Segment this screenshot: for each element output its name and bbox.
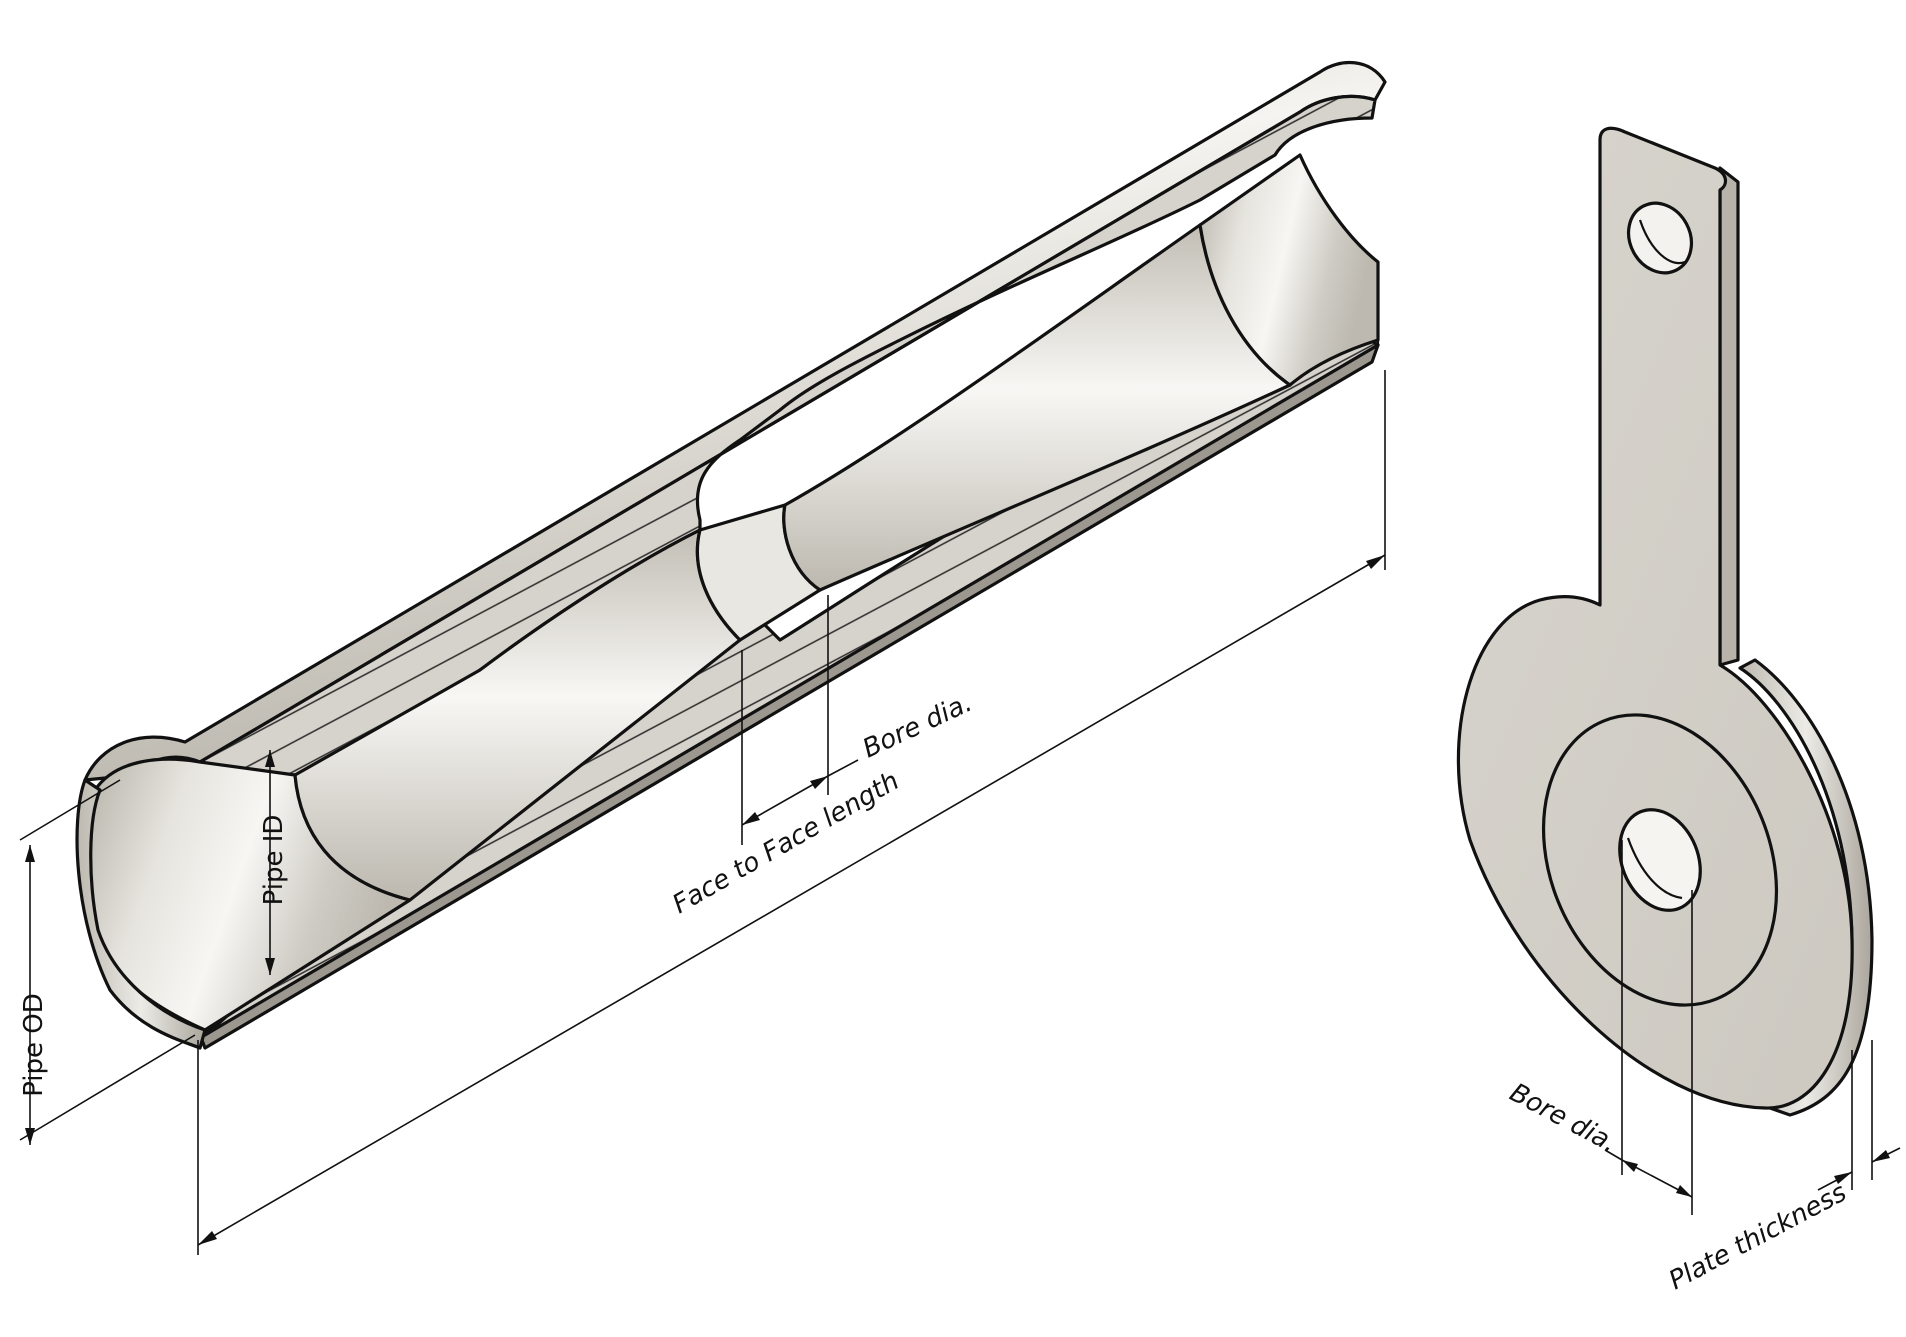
orifice-plate-tab-hole [1626, 201, 1694, 275]
venturi-outlet-bore [1198, 153, 1380, 387]
venturi-tube [75, 60, 1387, 1050]
orifice-plate-raised-face [1541, 713, 1779, 1007]
label-face-to-face: Face to Face length [668, 766, 905, 920]
orifice-plate-edge [1738, 658, 1874, 1117]
orifice-plate-tab-hole-inner [1638, 219, 1686, 265]
orifice-plate-face [1456, 126, 1854, 1110]
venturi-outlet-end [1374, 81, 1386, 345]
label-bore-dia-venturi: Bore dia. [858, 688, 976, 764]
label-bore-dia-plate: Bore dia. [1505, 1078, 1622, 1159]
venturi-inlet-rim [75, 778, 207, 1050]
orifice-plate-bore [1618, 808, 1702, 912]
label-pipe-id: Pipe ID [259, 815, 289, 906]
orifice-plate-tab-edge [1718, 166, 1740, 667]
orifice-plate-bore-inner [1626, 837, 1683, 900]
dimension-pipe-id: Pipe ID [259, 750, 289, 975]
label-pipe-od: Pipe OD [19, 993, 49, 1097]
dimension-pipe-od: Pipe OD [19, 779, 196, 1145]
venturi-outer-top-surface [83, 60, 1387, 782]
orifice-plate [1456, 126, 1874, 1117]
